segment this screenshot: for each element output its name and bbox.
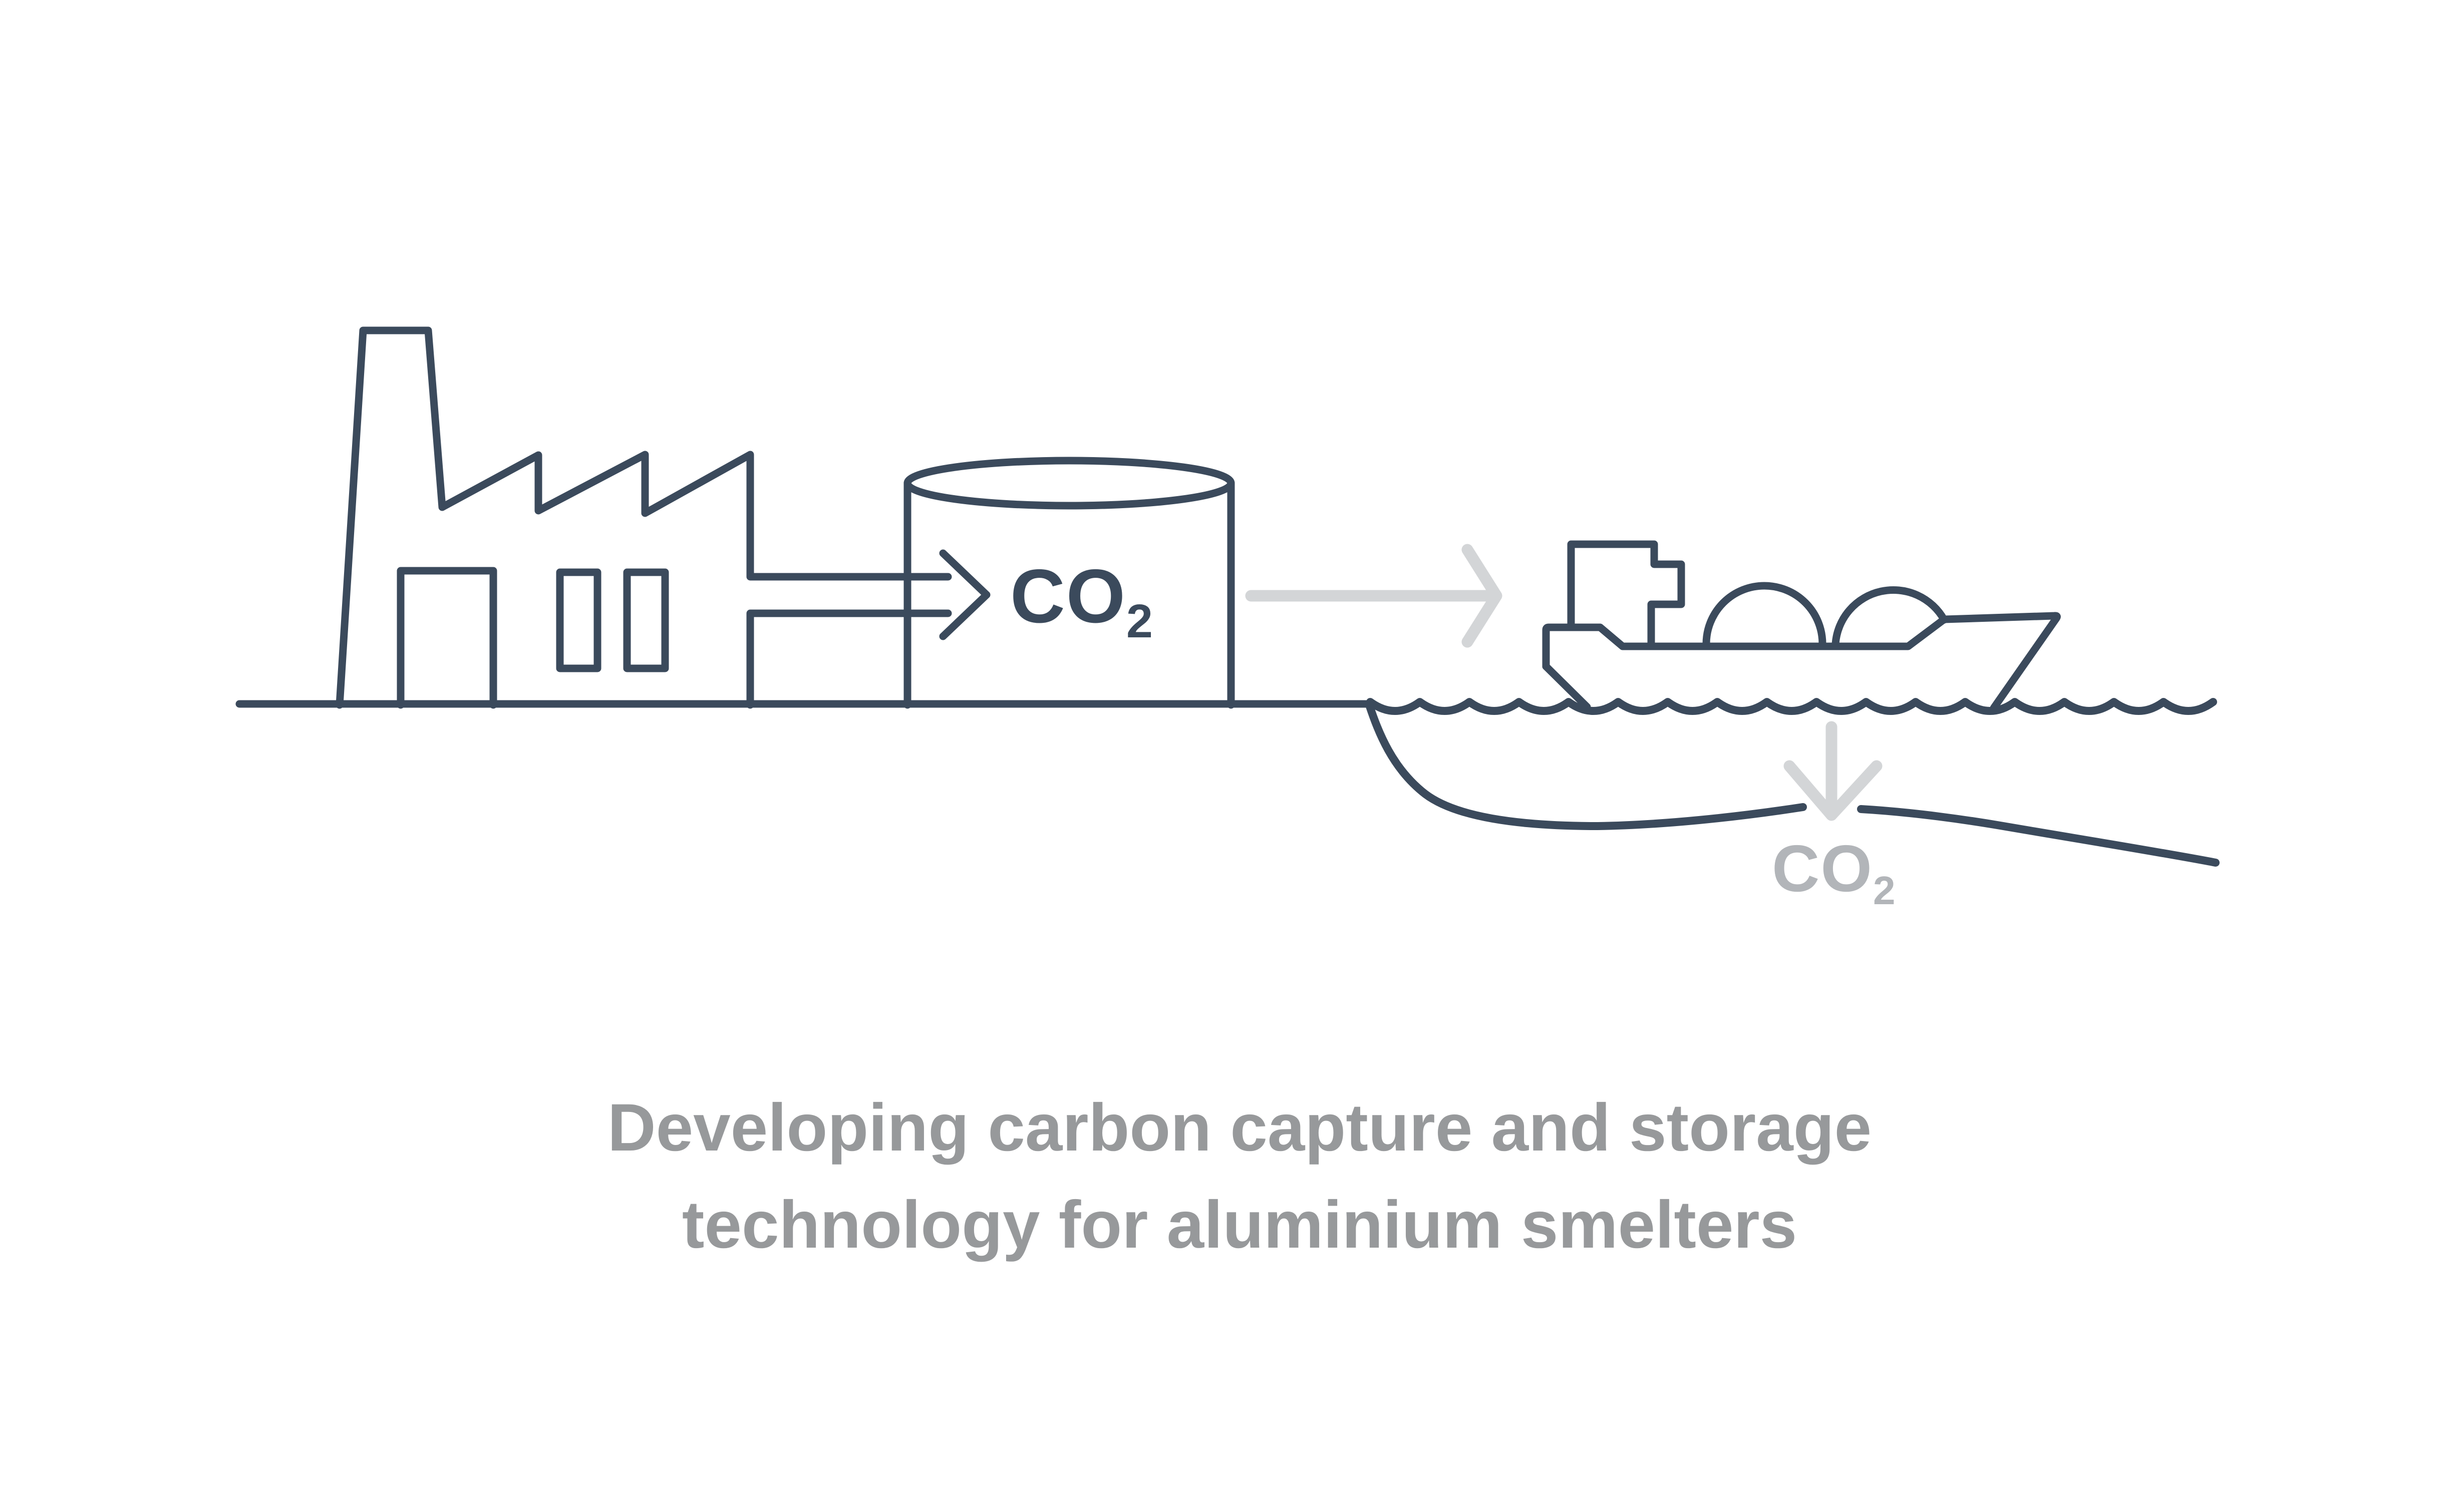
- caption-line-1: Developing carbon capture and storage: [607, 1090, 1872, 1165]
- injection-arrow-icon: [1783, 721, 1883, 821]
- ship-tank-dome-2: [1831, 586, 1948, 648]
- ship-bridge: [1567, 540, 1685, 649]
- factory-outline: [336, 326, 952, 709]
- ship-hull-bow-underwater: [1542, 662, 1591, 711]
- factory-door: [397, 567, 497, 709]
- ship-hull: [1542, 612, 2061, 712]
- seabed-line-right: [1857, 805, 2220, 867]
- sea-waves-icon: [1366, 698, 2217, 715]
- injection-arrow-head: [1783, 760, 1883, 821]
- factory-wall-lower: [746, 609, 952, 709]
- ship-tank-dome-1: [1702, 582, 1826, 648]
- transport-arrow-head: [1461, 544, 1502, 648]
- factory-icon: [336, 326, 952, 709]
- storage-tank-icon: CO2: [903, 457, 1235, 709]
- tank-co2-label: CO2: [1010, 554, 1154, 648]
- transport-arrow-icon: [1245, 544, 1502, 648]
- ship-icon: [1542, 540, 2061, 712]
- tank-top-ellipse: [903, 457, 1235, 510]
- factory-window-2: [623, 568, 669, 672]
- sea-co2-label: CO2: [1772, 832, 1897, 913]
- capture-arrow-icon: [939, 549, 991, 640]
- seabed-line-left: [1365, 701, 1807, 830]
- factory-window-1: [556, 568, 601, 672]
- caption-line-2: technology for aluminium smelters: [682, 1188, 1797, 1262]
